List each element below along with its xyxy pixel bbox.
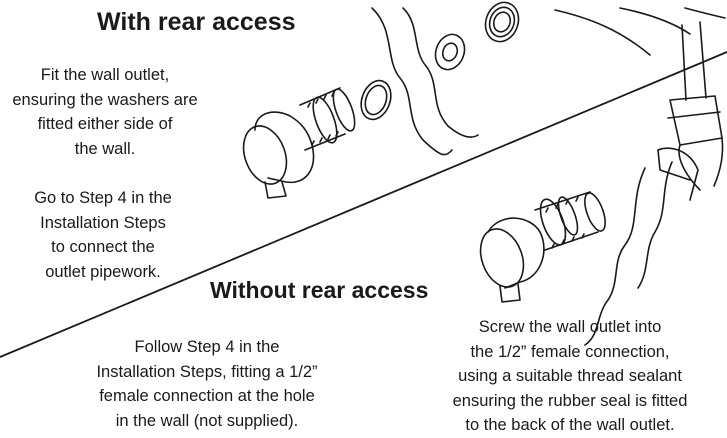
instruction-line: in the wall (not supplied).: [115, 411, 299, 430]
washer-icon: [360, 1, 520, 121]
instruction-line: Screw the wall outlet into: [478, 318, 662, 336]
wall-section-icon: [371, 7, 726, 156]
instruction-line: Go to Step 4 in the: [34, 189, 172, 207]
instruction-line: fitted either side of: [37, 115, 173, 133]
fit-outlet-instructions: Fit the wall outlet, ensuring the washer…: [0, 63, 210, 161]
instruction-line: the wall.: [74, 139, 136, 158]
section-divider-line: [0, 51, 727, 358]
follow-step-instructions: Follow Step 4 in the Installation Steps,…: [62, 335, 352, 433]
wall-section-icon: [584, 161, 673, 346]
pipe-elbow-icon: [657, 21, 724, 201]
wall-outlet-icon: [242, 87, 356, 199]
instruction-line: Follow Step 4 in the: [134, 338, 280, 356]
without-rear-access-heading: Without rear access: [210, 277, 429, 303]
instruction-line: Fit the wall outlet,: [40, 66, 170, 84]
instruction-line: to connect the: [51, 238, 155, 256]
instruction-line: the 1/2” female connection,: [470, 342, 670, 361]
instruction-line: ensuring the washers are: [12, 90, 198, 109]
instruction-line: outlet pipework.: [45, 262, 161, 281]
instruction-line: female connection at the hole: [99, 387, 315, 405]
screw-outlet-instructions: Screw the wall outlet into the 1/2” fema…: [420, 315, 720, 438]
instruction-line: ensuring the rubber seal is fitted: [452, 391, 688, 410]
instruction-line: using a suitable thread sealant: [458, 367, 682, 385]
instruction-line: Installation Steps, fitting a 1/2”: [96, 362, 318, 381]
instruction-line: Installation Steps: [40, 213, 166, 232]
instruction-line: to the back of the wall outlet.: [465, 416, 675, 434]
with-rear-access-heading: With rear access: [97, 8, 296, 36]
go-to-step-instructions: Go to Step 4 in the Installation Steps t…: [0, 186, 206, 284]
wall-outlet-icon: [479, 191, 606, 303]
